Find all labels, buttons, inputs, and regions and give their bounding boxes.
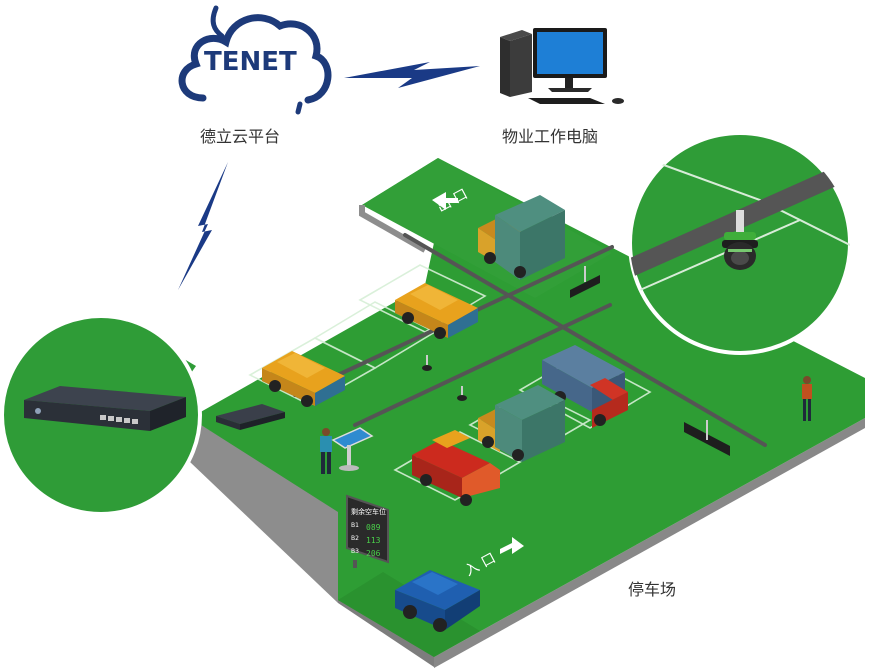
network-device-icon (24, 386, 186, 431)
guidance-board-row-level: B1 (351, 522, 359, 529)
guidance-board-row-value: 113 (366, 536, 381, 545)
car-icon (262, 351, 345, 407)
camera-zoom-circle (628, 131, 852, 355)
entrance-arrow-icon (500, 537, 524, 554)
controller-box-icon (216, 404, 285, 430)
car-icon (395, 283, 478, 339)
guidance-board-row-value: 089 (366, 523, 381, 532)
wireless-link-icon (178, 162, 228, 290)
car-icon (395, 570, 480, 632)
device-zoom-circle (0, 314, 202, 516)
guidance-board-row-level: B3 (351, 548, 359, 555)
exit-arrow-icon (432, 192, 458, 210)
query-kiosk-icon (331, 427, 374, 471)
computer-icon (500, 28, 624, 104)
guidance-board-row-value: 206 (366, 549, 381, 558)
guidance-board-title: 剩余空车位 (351, 507, 386, 516)
cloud-platform-label: 德立云平台 (200, 127, 281, 146)
ceiling-camera-icon (422, 355, 467, 401)
cloud-logo: TENET (178, 5, 332, 115)
truck-icon (478, 195, 565, 280)
person-icon (320, 428, 332, 474)
wireless-link-icon (344, 62, 480, 88)
person-icon (802, 376, 812, 421)
parking-lot-label: 停车场 (628, 580, 677, 599)
pc-label: 物业工作电脑 (502, 127, 599, 146)
truck-icon (478, 385, 565, 462)
guidance-board-row-level: B2 (351, 535, 359, 542)
guidance-board: 剩余空车位 B1 089 B2 113 B3 206 (346, 494, 389, 568)
truck-icon (412, 430, 500, 506)
truck-icon (542, 345, 628, 428)
guidance-sign-icon (570, 266, 730, 456)
dome-camera-icon (722, 232, 758, 270)
cloud-logo-text: TENET (204, 47, 297, 77)
